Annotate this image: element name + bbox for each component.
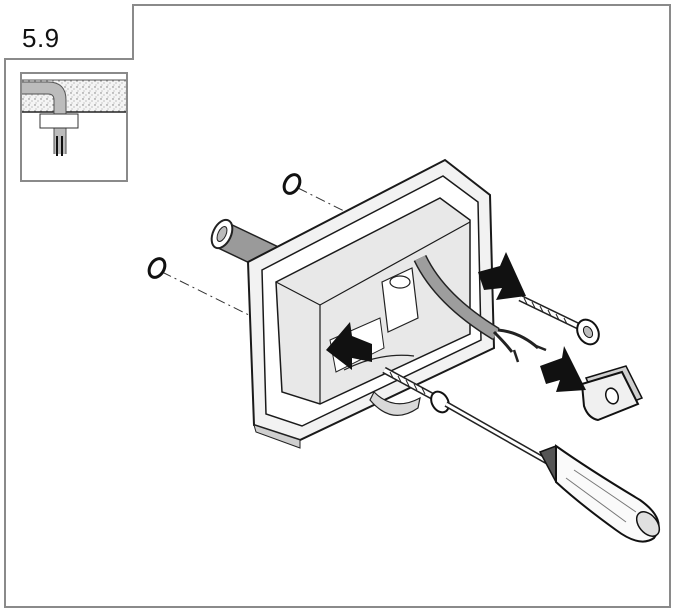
insertion-arrow-icon: [540, 346, 586, 392]
wall-section-thumbnail: [20, 72, 128, 182]
cable-conduit-icon: [22, 81, 67, 156]
cable-icon: [413, 254, 547, 363]
step-tab: 5.9: [4, 4, 134, 60]
mounting-box-icon: [246, 158, 496, 449]
wall-surface-icon: [22, 79, 126, 156]
alignment-line: [161, 271, 256, 319]
washer-icon: [580, 365, 644, 422]
insertion-arrow-icon: [326, 322, 372, 370]
screw-icon: [382, 366, 450, 414]
insertion-arrow-icon: [478, 252, 526, 300]
screw-icon: [518, 294, 600, 346]
screwdriver-icon: [444, 401, 661, 543]
wall-plug-icon: [282, 173, 302, 195]
wall-plug-icon: [147, 257, 167, 279]
step-number: 5.9: [22, 23, 60, 53]
